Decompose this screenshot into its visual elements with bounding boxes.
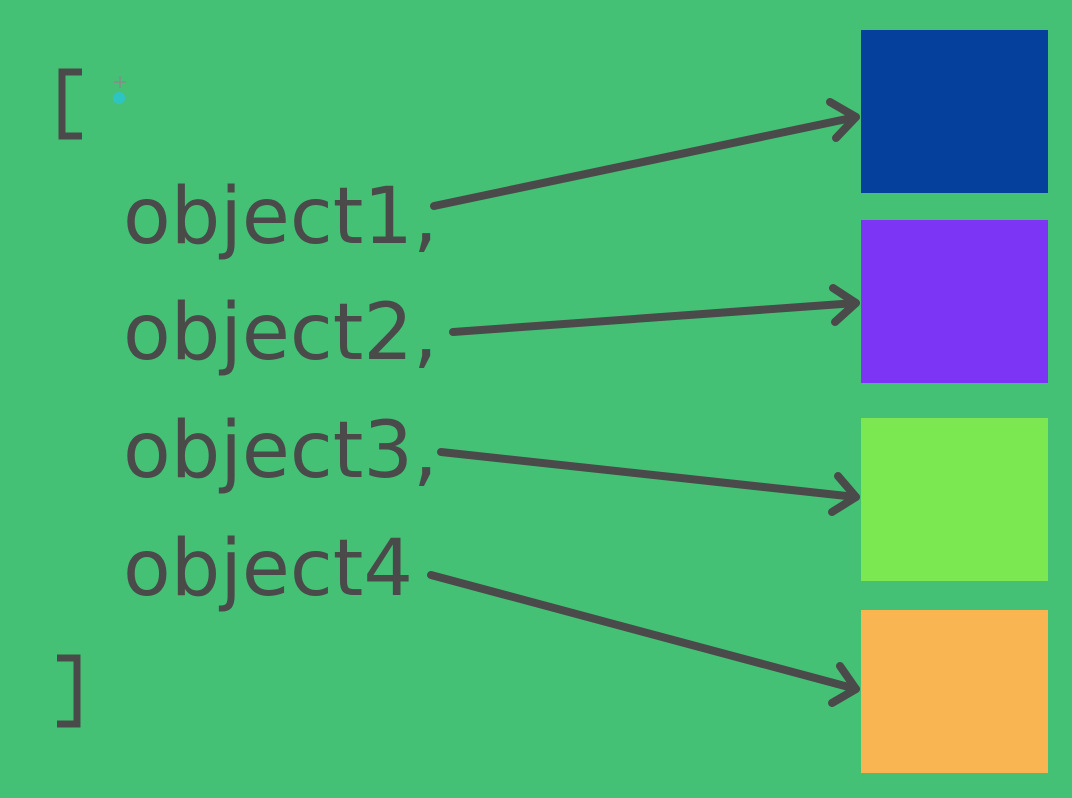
arrow-1-line	[430, 113, 860, 210]
open-bracket	[58, 68, 82, 140]
array-item-3: object3,	[123, 406, 438, 496]
arrow-1-head	[826, 98, 860, 142]
object-box-2	[861, 220, 1048, 383]
object-box-1	[861, 30, 1048, 193]
object-box-3	[861, 418, 1048, 581]
arrow-2-head	[829, 284, 860, 326]
close-bracket	[57, 654, 81, 728]
arrow-2-line	[449, 299, 860, 336]
array-item-4: object4	[123, 524, 413, 614]
array-item-2: object2,	[123, 288, 438, 378]
arrow-3-head	[828, 472, 860, 516]
arrow-4-head	[828, 662, 860, 707]
cursor-icon	[113, 76, 126, 104]
object-box-4	[861, 610, 1048, 773]
arrow-4-line	[427, 571, 860, 693]
arrow-3-line	[437, 448, 860, 501]
array-item-1: object1,	[123, 172, 438, 262]
